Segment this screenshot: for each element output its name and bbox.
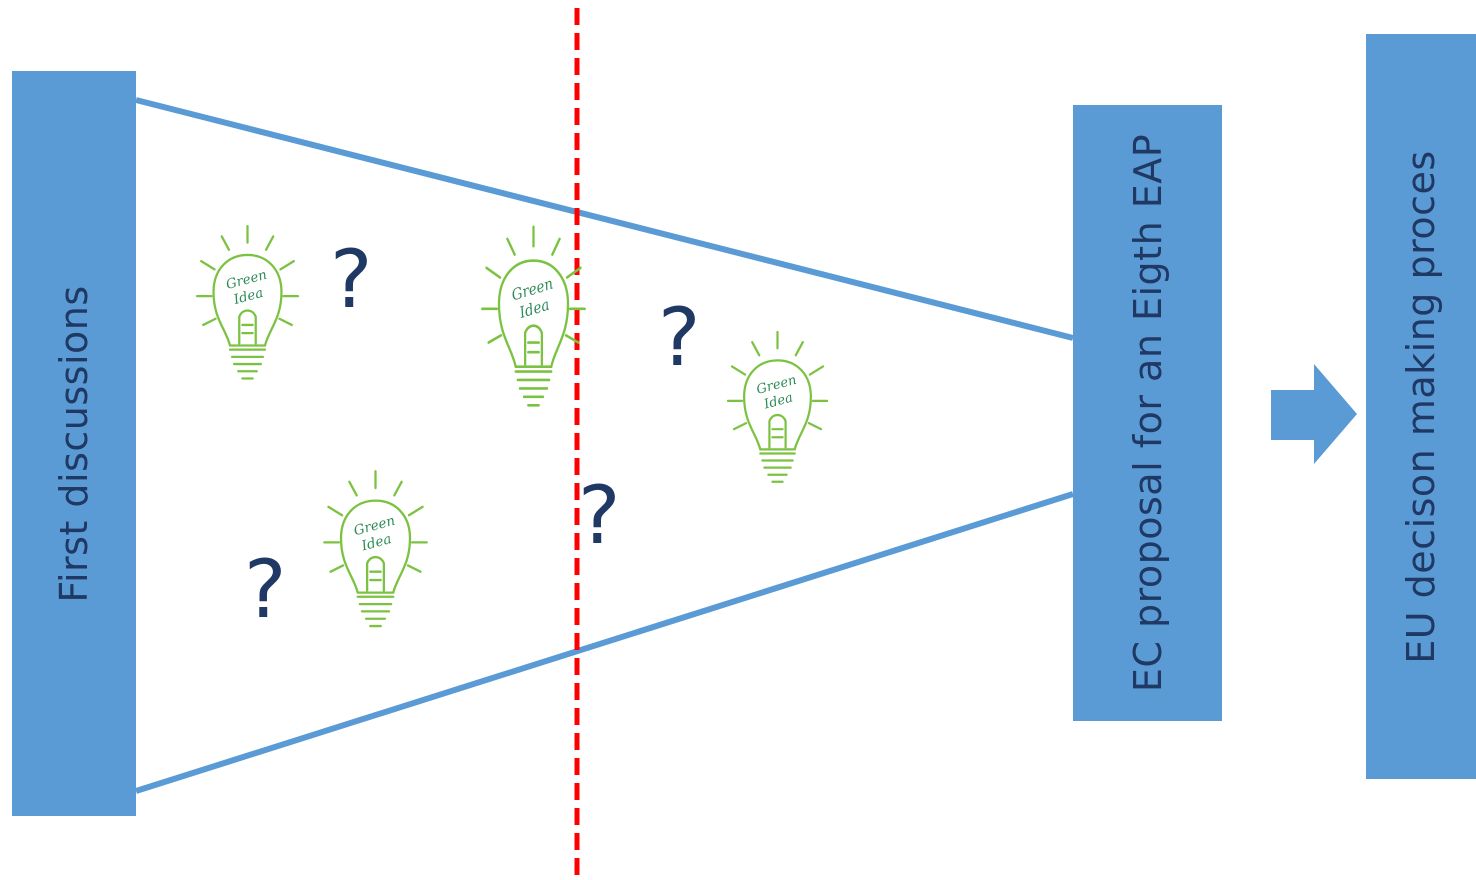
ec-proposal-box: EC proposal for an Eigth EAP bbox=[1073, 105, 1222, 721]
lightbulb-icon: Green Idea bbox=[476, 222, 591, 432]
funnel-top-line bbox=[135, 97, 1074, 341]
funnel-bottom-line bbox=[135, 491, 1074, 794]
lightbulb-icon: Green Idea bbox=[318, 466, 433, 651]
eu-decision-label: EU decison making proces bbox=[1399, 149, 1443, 664]
question-mark: ? bbox=[578, 469, 621, 562]
question-mark: ? bbox=[658, 291, 701, 384]
question-mark: ? bbox=[330, 233, 373, 326]
question-mark: ? bbox=[244, 543, 287, 636]
eu-decision-box: EU decison making proces bbox=[1366, 34, 1476, 779]
ec-proposal-label: EC proposal for an Eigth EAP bbox=[1125, 133, 1170, 693]
right-arrow-icon bbox=[1271, 364, 1357, 464]
first-discussions-box: First discussions bbox=[12, 71, 136, 816]
lightbulb-icon: Green Idea bbox=[190, 222, 305, 402]
first-discussions-label: First discussions bbox=[52, 284, 96, 603]
bulb-text-line2: Idea bbox=[359, 531, 393, 555]
lightbulb-icon: Green Idea bbox=[720, 328, 835, 505]
